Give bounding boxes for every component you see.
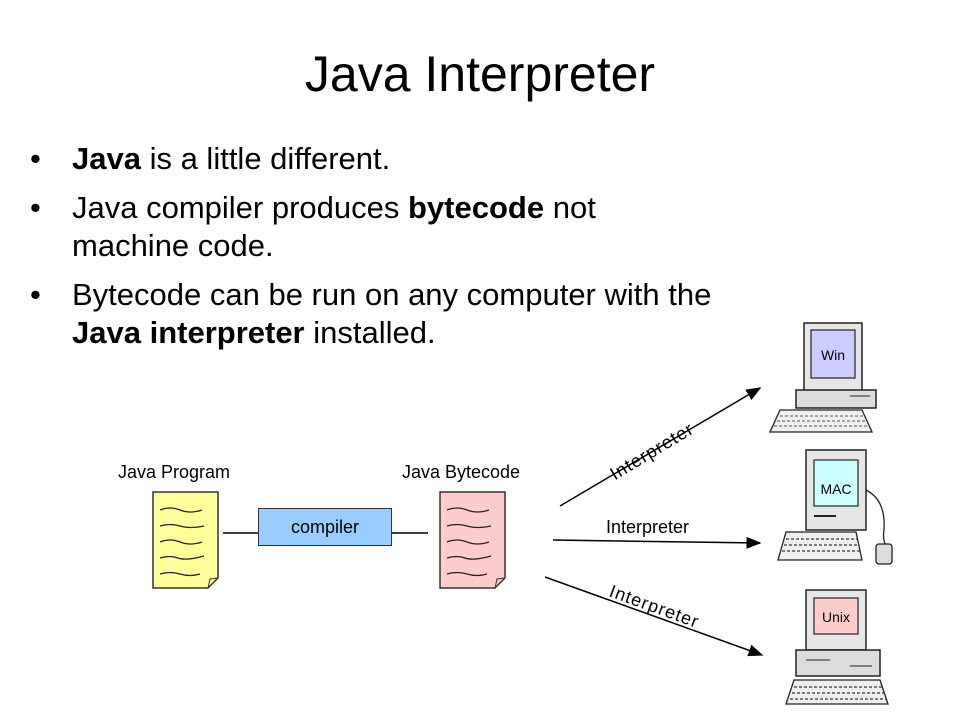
bullet-item: • Java is a little different. — [30, 140, 720, 178]
java-program-document-icon — [152, 491, 219, 589]
bullet-text: not machine code. — [72, 190, 596, 263]
mac-screen-label: MAC — [820, 481, 852, 497]
java-bytecode-document-icon — [439, 491, 506, 589]
java-program-label: Java Program — [118, 462, 231, 482]
interpreter-label-mac: Interpreter — [606, 517, 690, 537]
arrow-to-unix — [544, 576, 764, 657]
bullet-dot: • — [30, 141, 41, 176]
bullet-text: Bytecode can be run on any computer with… — [72, 277, 712, 312]
bullet-bold-text: Java — [72, 141, 141, 176]
bullet-list: • Java is a little different. • Java compi… — [30, 140, 720, 363]
bullet-dot: • — [30, 277, 41, 312]
bullet-item: • Bytecode can be run on any computer wit… — [30, 276, 720, 352]
bullet-text: installed. — [304, 315, 436, 350]
java-bytecode-label: Java Bytecode — [402, 462, 521, 482]
win-computer-icon — [768, 322, 877, 433]
arrow-to-win — [559, 387, 762, 507]
bullet-text: is a little different. — [140, 141, 391, 176]
bullet-bold-text: Java interpreter — [72, 315, 305, 350]
bullet-dot: • — [30, 190, 41, 225]
bullet-item: • Java compiler produces bytecode not mac… — [30, 189, 720, 265]
mac-computer-icon — [777, 449, 893, 565]
unix-computer-icon — [785, 589, 889, 705]
compiler-box: compiler — [258, 508, 392, 546]
win-screen-label: Win — [820, 347, 846, 363]
slide-title: Java Interpreter — [304, 46, 656, 102]
bullet-bold-text: bytecode — [408, 190, 545, 225]
unix-screen-label: Unix — [821, 609, 850, 625]
arrow-to-mac — [552, 536, 762, 549]
bullet-text: Java compiler produces — [72, 190, 408, 225]
